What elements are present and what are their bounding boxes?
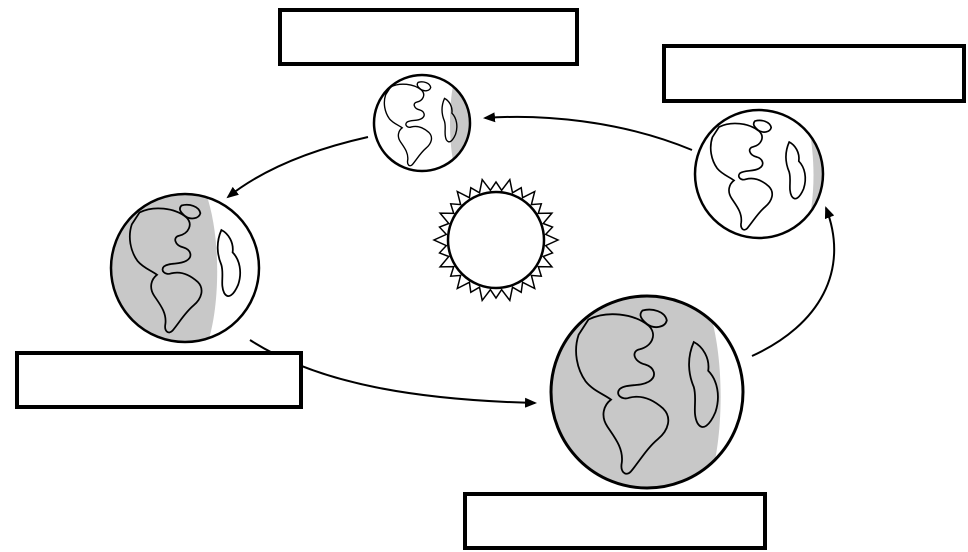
earth-top-icon bbox=[374, 71, 470, 175]
label-box-left[interactable] bbox=[15, 351, 303, 409]
earth-bottom-icon bbox=[540, 290, 743, 495]
earth-right-icon bbox=[695, 100, 840, 250]
orbit-arrow-right-to-top bbox=[485, 117, 692, 150]
label-box-top[interactable] bbox=[278, 8, 579, 66]
orbit-arrow-top-to-left bbox=[228, 137, 368, 197]
sun-icon bbox=[434, 180, 558, 301]
earth-left-icon bbox=[100, 180, 259, 350]
label-box-bottom[interactable] bbox=[463, 492, 767, 550]
label-box-right[interactable] bbox=[662, 44, 966, 103]
